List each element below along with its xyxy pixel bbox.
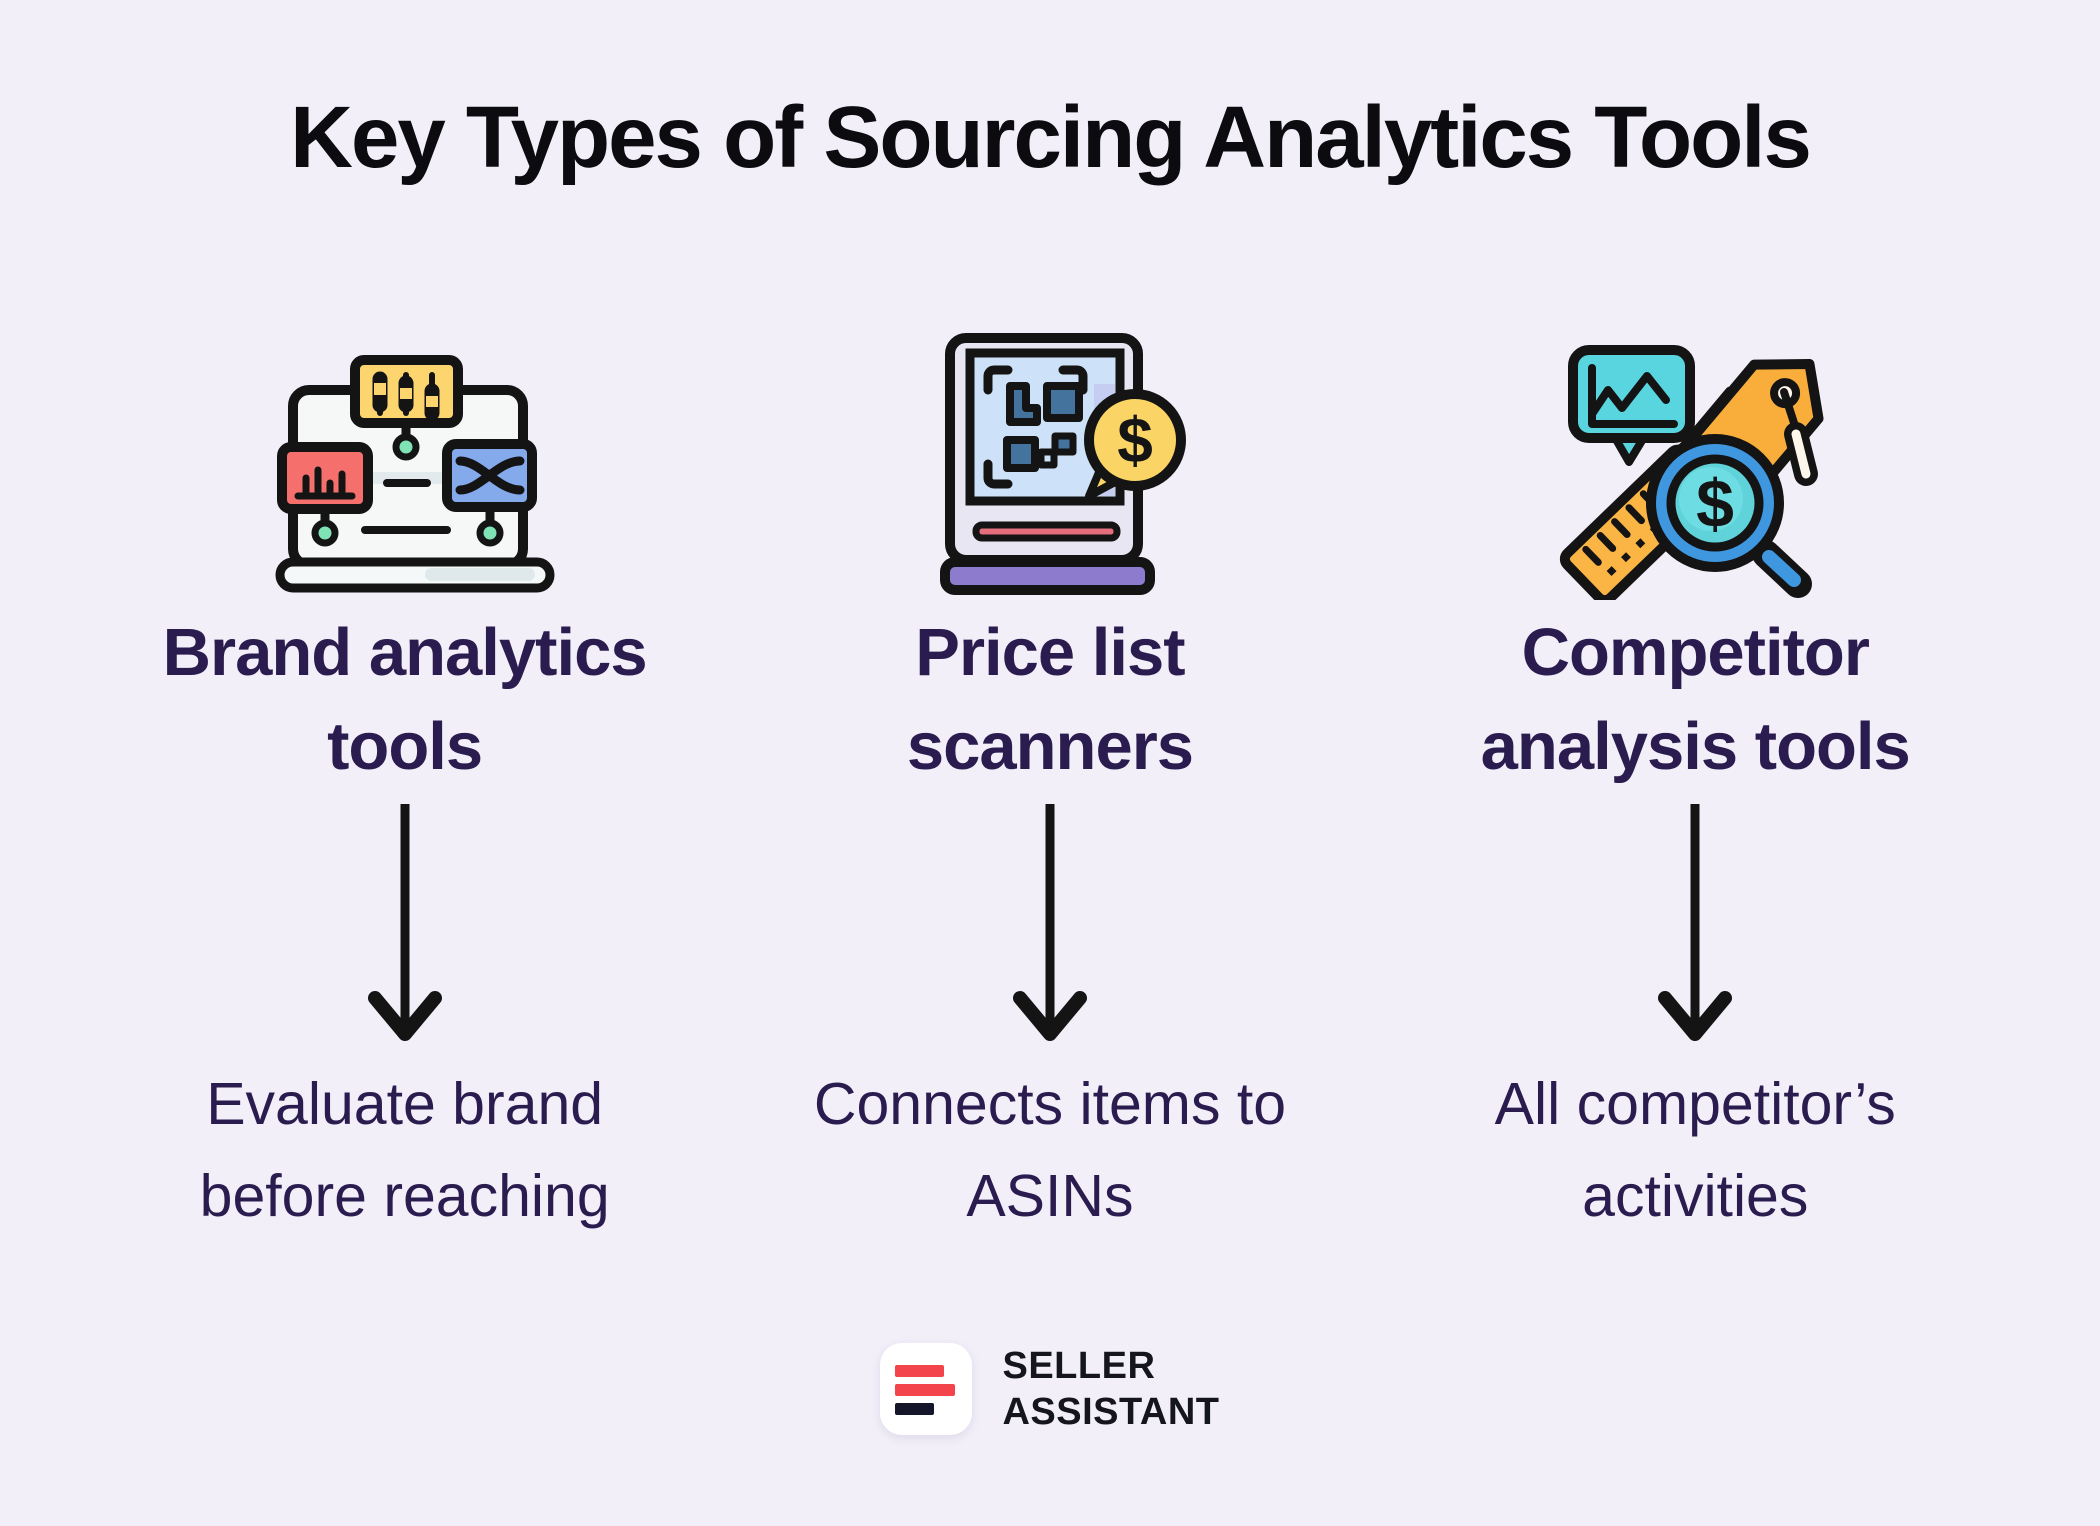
dollar-sign: $ [1696, 466, 1734, 542]
desc-line: ASINs [966, 1163, 1134, 1229]
shuffle-panel [441, 439, 537, 512]
brand-line: ASSISTANT [1002, 1391, 1220, 1433]
column-description: All competitor’s activities [1495, 1058, 1896, 1242]
column-brand-analytics: Brand analytics tools Evaluate brand bef… [82, 328, 727, 1242]
competitor-icon: $ [1560, 345, 1824, 600]
dollar-sign: $ [1117, 404, 1153, 476]
logo-bar-dark [895, 1403, 935, 1415]
column-description: Connects items to ASINs [814, 1058, 1286, 1242]
desc-line: Connects items to [813, 1071, 1287, 1137]
sliders-panel [349, 355, 463, 428]
seller-assistant-logo: SELLER ASSISTANT [0, 1343, 2100, 1435]
column-label: Price list scanners [906, 606, 1194, 794]
label-line: Price list [915, 615, 1185, 690]
scanner-base [939, 557, 1155, 595]
brand-wordmark: SELLER ASSISTANT [1002, 1343, 1219, 1435]
desc-line: before reaching [199, 1163, 610, 1229]
logo-bar-red [895, 1365, 945, 1377]
price-bubble: $ [1083, 389, 1186, 500]
magnifier: $ [1646, 434, 1813, 598]
label-line: Competitor [1521, 615, 1870, 690]
bar-chart-panel [276, 442, 373, 514]
label-line: scanners [906, 709, 1194, 784]
desc-line: All competitor’s [1494, 1071, 1896, 1137]
price-list-scanner-icon: $ [885, 328, 1215, 600]
scanner-icon: $ [939, 333, 1186, 595]
column-label: Brand analytics tools [162, 606, 648, 794]
chart-bubble [1568, 345, 1696, 466]
columns-row: Brand analytics tools Evaluate brand bef… [82, 328, 2018, 1242]
seller-assistant-logo-icon [880, 1343, 973, 1435]
column-label: Competitor analysis tools [1480, 606, 1911, 794]
down-arrow [1653, 800, 1737, 1050]
label-line: analysis tools [1480, 709, 1911, 784]
laptop-analytics-icon [275, 355, 555, 593]
column-description: Evaluate brand before reaching [200, 1058, 610, 1242]
connector-dot [392, 433, 420, 461]
column-competitor-analysis: $ Competitor analysis tools All competit… [1373, 328, 2018, 1242]
brand-line: SELLER [1002, 1345, 1156, 1387]
desc-line: activities [1582, 1163, 1809, 1229]
down-arrow [363, 800, 447, 1050]
competitor-analysis-icon: $ [1530, 328, 1860, 600]
page-title: Key Types of Sourcing Analytics Tools [290, 89, 1812, 186]
connector-dot [476, 519, 504, 547]
qr-code [983, 365, 1088, 489]
down-arrow [1008, 800, 1092, 1050]
logo-bar-red [895, 1384, 956, 1396]
connector-dot [311, 519, 339, 547]
brand-analytics-laptop-icon [240, 328, 570, 600]
column-price-list-scanners: $ Price list scanners Connects items to … [727, 328, 1372, 1242]
label-line: Brand analytics [162, 615, 648, 690]
desc-line: Evaluate brand [206, 1071, 604, 1137]
label-line: tools [327, 709, 483, 784]
